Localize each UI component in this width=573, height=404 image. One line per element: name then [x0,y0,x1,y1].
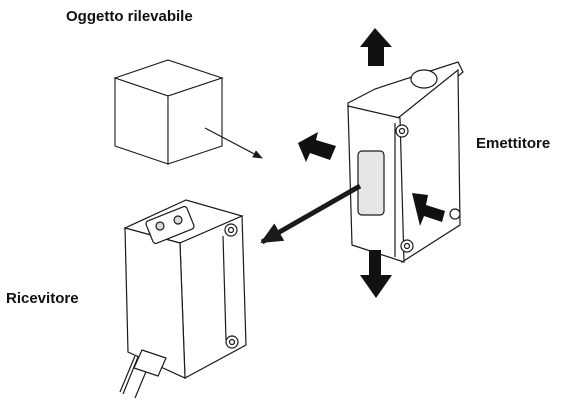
emitter-side-arrow [412,193,445,226]
emitter-sensor [347,61,464,264]
detectable-object-label: Oggetto rilevabile [66,8,193,25]
detectable-object-cube [113,59,224,165]
emitter-label: Emettitore [476,135,551,152]
emitter-down-arrow [360,250,392,298]
receiver-label: Ricevitore [6,290,79,307]
emitter-up-arrow [360,28,392,66]
beam-arrow [260,183,362,245]
receiver-sensor [119,199,247,399]
emitter-left-arrow [298,132,336,162]
object-motion-arrow [204,127,263,159]
